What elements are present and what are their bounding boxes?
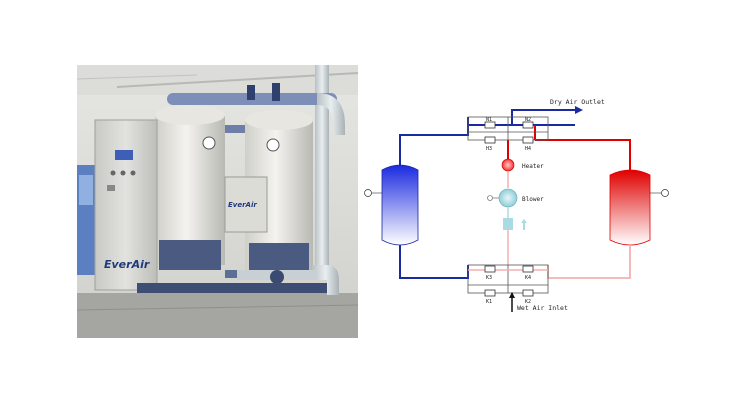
label-wet-air-inlet: Wet Air Inlet <box>517 304 568 312</box>
valve-k3-label: K3 <box>486 275 492 281</box>
process-schematic: Dry Air Outlet N1 N2 H3 H4 Heater Blower <box>364 98 669 312</box>
valve-n2-label: N2 <box>525 117 531 123</box>
valve-h4-label: H4 <box>525 146 531 152</box>
label-heater: Heater <box>522 163 544 170</box>
valve-h3-icon <box>484 136 496 144</box>
right-adsorption-tower <box>609 169 651 246</box>
outlet-pipe <box>511 109 575 125</box>
photo-left-vessel <box>155 105 225 270</box>
valve-n1-label: N1 <box>486 117 492 123</box>
blower-intake-arrow-icon <box>521 219 527 230</box>
blower-filter-icon <box>503 218 513 230</box>
hot-regen-line <box>535 139 631 175</box>
label-blower: Blower <box>522 196 544 203</box>
photo-ceiling <box>77 65 358 95</box>
photo-skid-base <box>137 283 327 293</box>
heater-icon <box>501 158 515 172</box>
photo-control-cabinet: EverAir <box>94 119 158 291</box>
valve-n1-icon <box>484 121 496 129</box>
dryer-photo: EverAir EverAir <box>77 65 358 338</box>
photo-floor <box>77 293 358 338</box>
photo-junction-box: EverAir <box>224 176 268 233</box>
wet-air-line <box>399 245 469 279</box>
right-tower-gauge-icon <box>661 189 669 197</box>
left-tower-gauge-icon <box>364 189 372 197</box>
valve-k1-icon <box>484 289 496 297</box>
photo-box-brand: EverAir <box>228 201 257 209</box>
valve-k3-icon <box>484 265 496 273</box>
photo-control-display <box>115 150 133 160</box>
valve-k4-icon <box>522 265 534 273</box>
valve-h4-icon <box>522 136 534 144</box>
valve-k2-icon <box>522 289 534 297</box>
valve-h3-label: H3 <box>486 146 492 152</box>
valve-k1-label: K1 <box>486 299 492 305</box>
valve-k4-label: K4 <box>525 275 531 281</box>
blower-icon <box>498 188 518 208</box>
photo-cabinet-brand: EverAir <box>104 258 150 271</box>
left-adsorption-tower <box>381 164 419 246</box>
label-dry-air-outlet: Dry Air Outlet <box>550 98 605 106</box>
photo-riser-pipe <box>315 65 329 270</box>
blower-gauge-icon <box>487 195 493 201</box>
valve-k2-label: K2 <box>525 299 531 305</box>
cool-return-line <box>547 245 631 279</box>
valve-n2-icon <box>522 121 534 129</box>
inlet-arrow-icon <box>509 292 515 298</box>
outlet-arrow-icon <box>575 106 583 114</box>
